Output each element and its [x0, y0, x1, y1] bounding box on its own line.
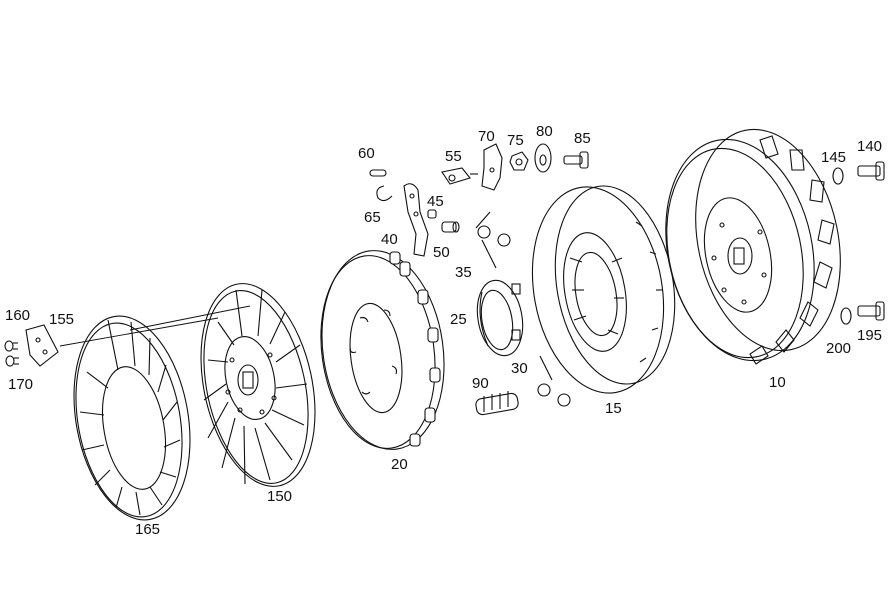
- label-30: 30: [511, 360, 528, 377]
- part-55-eyebolt: [441, 167, 478, 185]
- label-155: 155: [49, 311, 74, 328]
- label-10: 10: [769, 374, 786, 391]
- part-80-spring-washer: [534, 143, 552, 173]
- part-140-bolt: [857, 161, 885, 181]
- disc-segments: [203, 289, 308, 485]
- label-25: 25: [450, 311, 467, 328]
- label-160: 160: [5, 307, 30, 324]
- part-50-bolt: [441, 221, 460, 233]
- part-35-spring: [475, 211, 511, 269]
- part-200-washer: [840, 307, 852, 325]
- part-65-clip: [376, 185, 393, 202]
- part-75-nut: [509, 151, 529, 171]
- part-40-release-lever: [403, 183, 429, 257]
- label-40: 40: [381, 231, 398, 248]
- part-15-clutch-cover: [531, 185, 676, 394]
- flywheel-teeth: [749, 135, 835, 365]
- pressure-plate-lugs: [389, 251, 441, 447]
- part-170-rivet: [5, 355, 19, 367]
- label-45: 45: [427, 193, 444, 210]
- cover-ribs: [569, 257, 624, 335]
- part-155-bracket: [25, 324, 59, 367]
- label-20: 20: [391, 456, 408, 473]
- alignment-lines: [59, 305, 251, 347]
- lining-segments: [79, 319, 181, 516]
- label-80: 80: [536, 123, 553, 140]
- damper-rivets: [225, 352, 277, 415]
- label-170: 170: [8, 376, 33, 393]
- label-165: 165: [135, 521, 160, 538]
- label-35: 35: [455, 264, 472, 281]
- part-10-flywheel: [665, 128, 841, 365]
- callout-labels: 10 15 20 25 30 35 40 45 50 55 60 65 70 7…: [5, 123, 882, 538]
- label-50: 50: [433, 244, 450, 261]
- label-140: 140: [857, 138, 882, 155]
- part-60-pin: [369, 169, 387, 177]
- label-75: 75: [507, 132, 524, 149]
- label-15: 15: [605, 400, 622, 417]
- label-145: 145: [821, 149, 846, 166]
- part-30-spring: [537, 355, 571, 407]
- part-145-washer: [832, 167, 844, 185]
- part-165-friction-lining: [73, 315, 191, 521]
- label-70: 70: [478, 128, 495, 145]
- label-150: 150: [267, 488, 292, 505]
- part-45-washer: [427, 209, 437, 219]
- label-195: 195: [857, 327, 882, 344]
- label-90: 90: [472, 375, 489, 392]
- part-195-bolt: [857, 301, 885, 321]
- label-60: 60: [358, 145, 375, 162]
- label-85: 85: [574, 130, 591, 147]
- part-90-coil-spring: [475, 391, 519, 416]
- part-150-clutch-disc: [200, 283, 316, 487]
- part-25-release-ring: [476, 279, 524, 357]
- pressure-plate-notches: [349, 309, 398, 395]
- part-70-strut: [481, 143, 503, 191]
- part-20-pressure-plate: [320, 250, 445, 450]
- flywheel-holes: [711, 222, 767, 305]
- label-55: 55: [445, 148, 462, 165]
- label-65: 65: [364, 209, 381, 226]
- part-160-rivet: [4, 340, 18, 352]
- part-85-screw: [563, 151, 589, 169]
- cover-rim-marks: [635, 221, 662, 363]
- label-200: 200: [826, 340, 851, 357]
